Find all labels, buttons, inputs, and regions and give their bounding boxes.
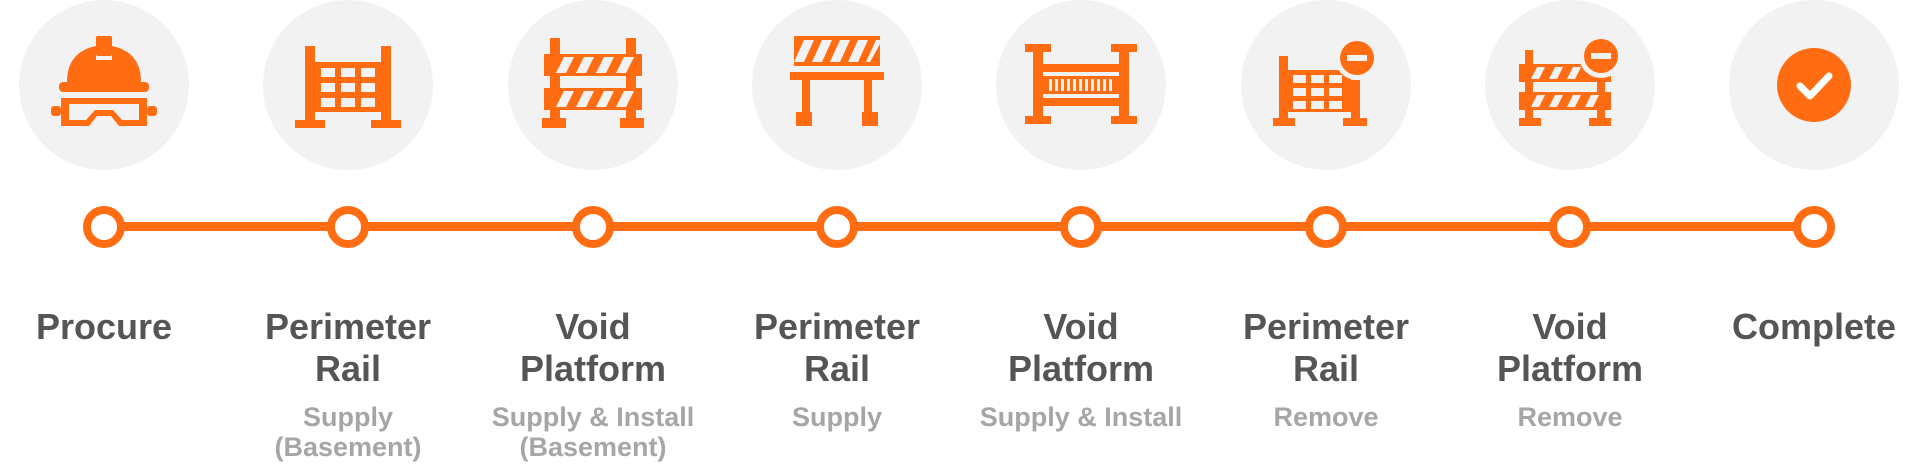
step-label: Perimeter Rail Supply (Basement) [228, 306, 468, 462]
timeline-node [1549, 206, 1591, 248]
timeline-node [1060, 206, 1102, 248]
step-title-line1: Void [1532, 306, 1608, 347]
timeline-node [1793, 206, 1835, 248]
step-title-line2: Platform [1496, 348, 1644, 389]
step-subtitle-line1: Remove [1517, 402, 1623, 432]
timeline-step-perimeter-rail-supply: Perimeter Rail Supply [717, 0, 957, 470]
void-platform-remove-icon [1485, 0, 1655, 170]
step-label: Procure [0, 306, 224, 348]
timeline-step-void-platform-remove: Void Platform Remove [1450, 0, 1690, 470]
step-title-line2: Platform [1007, 348, 1155, 389]
step-label: Void Platform Supply & Install [961, 306, 1201, 432]
step-subtitle-line2: (Basement) [274, 432, 422, 462]
step-subtitle: Supply [717, 402, 957, 432]
timeline-node [83, 206, 125, 248]
striped-barricade-icon [752, 0, 922, 170]
step-subtitle-line1: Supply & Install [979, 402, 1183, 432]
perimeter-rail-remove-icon [1241, 0, 1411, 170]
timeline-step-void-platform-supply-install: Void Platform Supply & Install [961, 0, 1201, 470]
step-label: Void Platform Supply & Install (Basement… [473, 306, 713, 462]
step-title-line2: Rail [803, 348, 871, 389]
timeline-node [572, 206, 614, 248]
step-label: Perimeter Rail Supply [717, 306, 957, 432]
step-subtitle: Supply (Basement) [228, 402, 468, 462]
hard-hat-goggles-icon [19, 0, 189, 170]
step-subtitle-line1: Supply & Install [491, 402, 695, 432]
timeline-step-perimeter-rail-remove: Perimeter Rail Remove [1206, 0, 1446, 470]
timeline-step-complete: Complete [1694, 0, 1920, 470]
timeline-step-procure: Procure [0, 0, 224, 470]
step-subtitle: Supply & Install [961, 402, 1201, 432]
step-subtitle-line2: (Basement) [519, 432, 667, 462]
step-title-line1: Procure [35, 306, 173, 347]
step-title-line1: Perimeter [753, 306, 921, 347]
step-label: Complete [1694, 306, 1920, 348]
step-subtitle-line1: Supply [302, 402, 393, 432]
platform-rail-icon [996, 0, 1166, 170]
timeline-node [327, 206, 369, 248]
perimeter-rail-icon [263, 0, 433, 170]
timeline-track [104, 222, 1814, 231]
step-title-line1: Perimeter [1242, 306, 1410, 347]
step-subtitle: Remove [1206, 402, 1446, 432]
step-label: Void Platform Remove [1450, 306, 1690, 432]
step-title-line2: Rail [1292, 348, 1360, 389]
step-label: Perimeter Rail Remove [1206, 306, 1446, 432]
timeline-step-perimeter-rail-supply-basement: Perimeter Rail Supply (Basement) [228, 0, 468, 470]
step-subtitle-line1: Remove [1273, 402, 1379, 432]
step-title-line1: Complete [1731, 306, 1897, 347]
check-circle-icon [1729, 0, 1899, 170]
step-subtitle: Remove [1450, 402, 1690, 432]
step-title-line1: Void [1043, 306, 1119, 347]
step-title-line1: Void [555, 306, 631, 347]
step-title-line1: Perimeter [264, 306, 432, 347]
timeline-step-void-platform-supply-install-basement: Void Platform Supply & Install (Basement… [473, 0, 713, 470]
timeline-node [1305, 206, 1347, 248]
timeline-node [816, 206, 858, 248]
step-title-line2: Rail [314, 348, 382, 389]
step-subtitle: Supply & Install (Basement) [473, 402, 713, 462]
step-title-line2: Platform [519, 348, 667, 389]
void-platform-barrier-icon [508, 0, 678, 170]
step-subtitle-line1: Supply [791, 402, 882, 432]
